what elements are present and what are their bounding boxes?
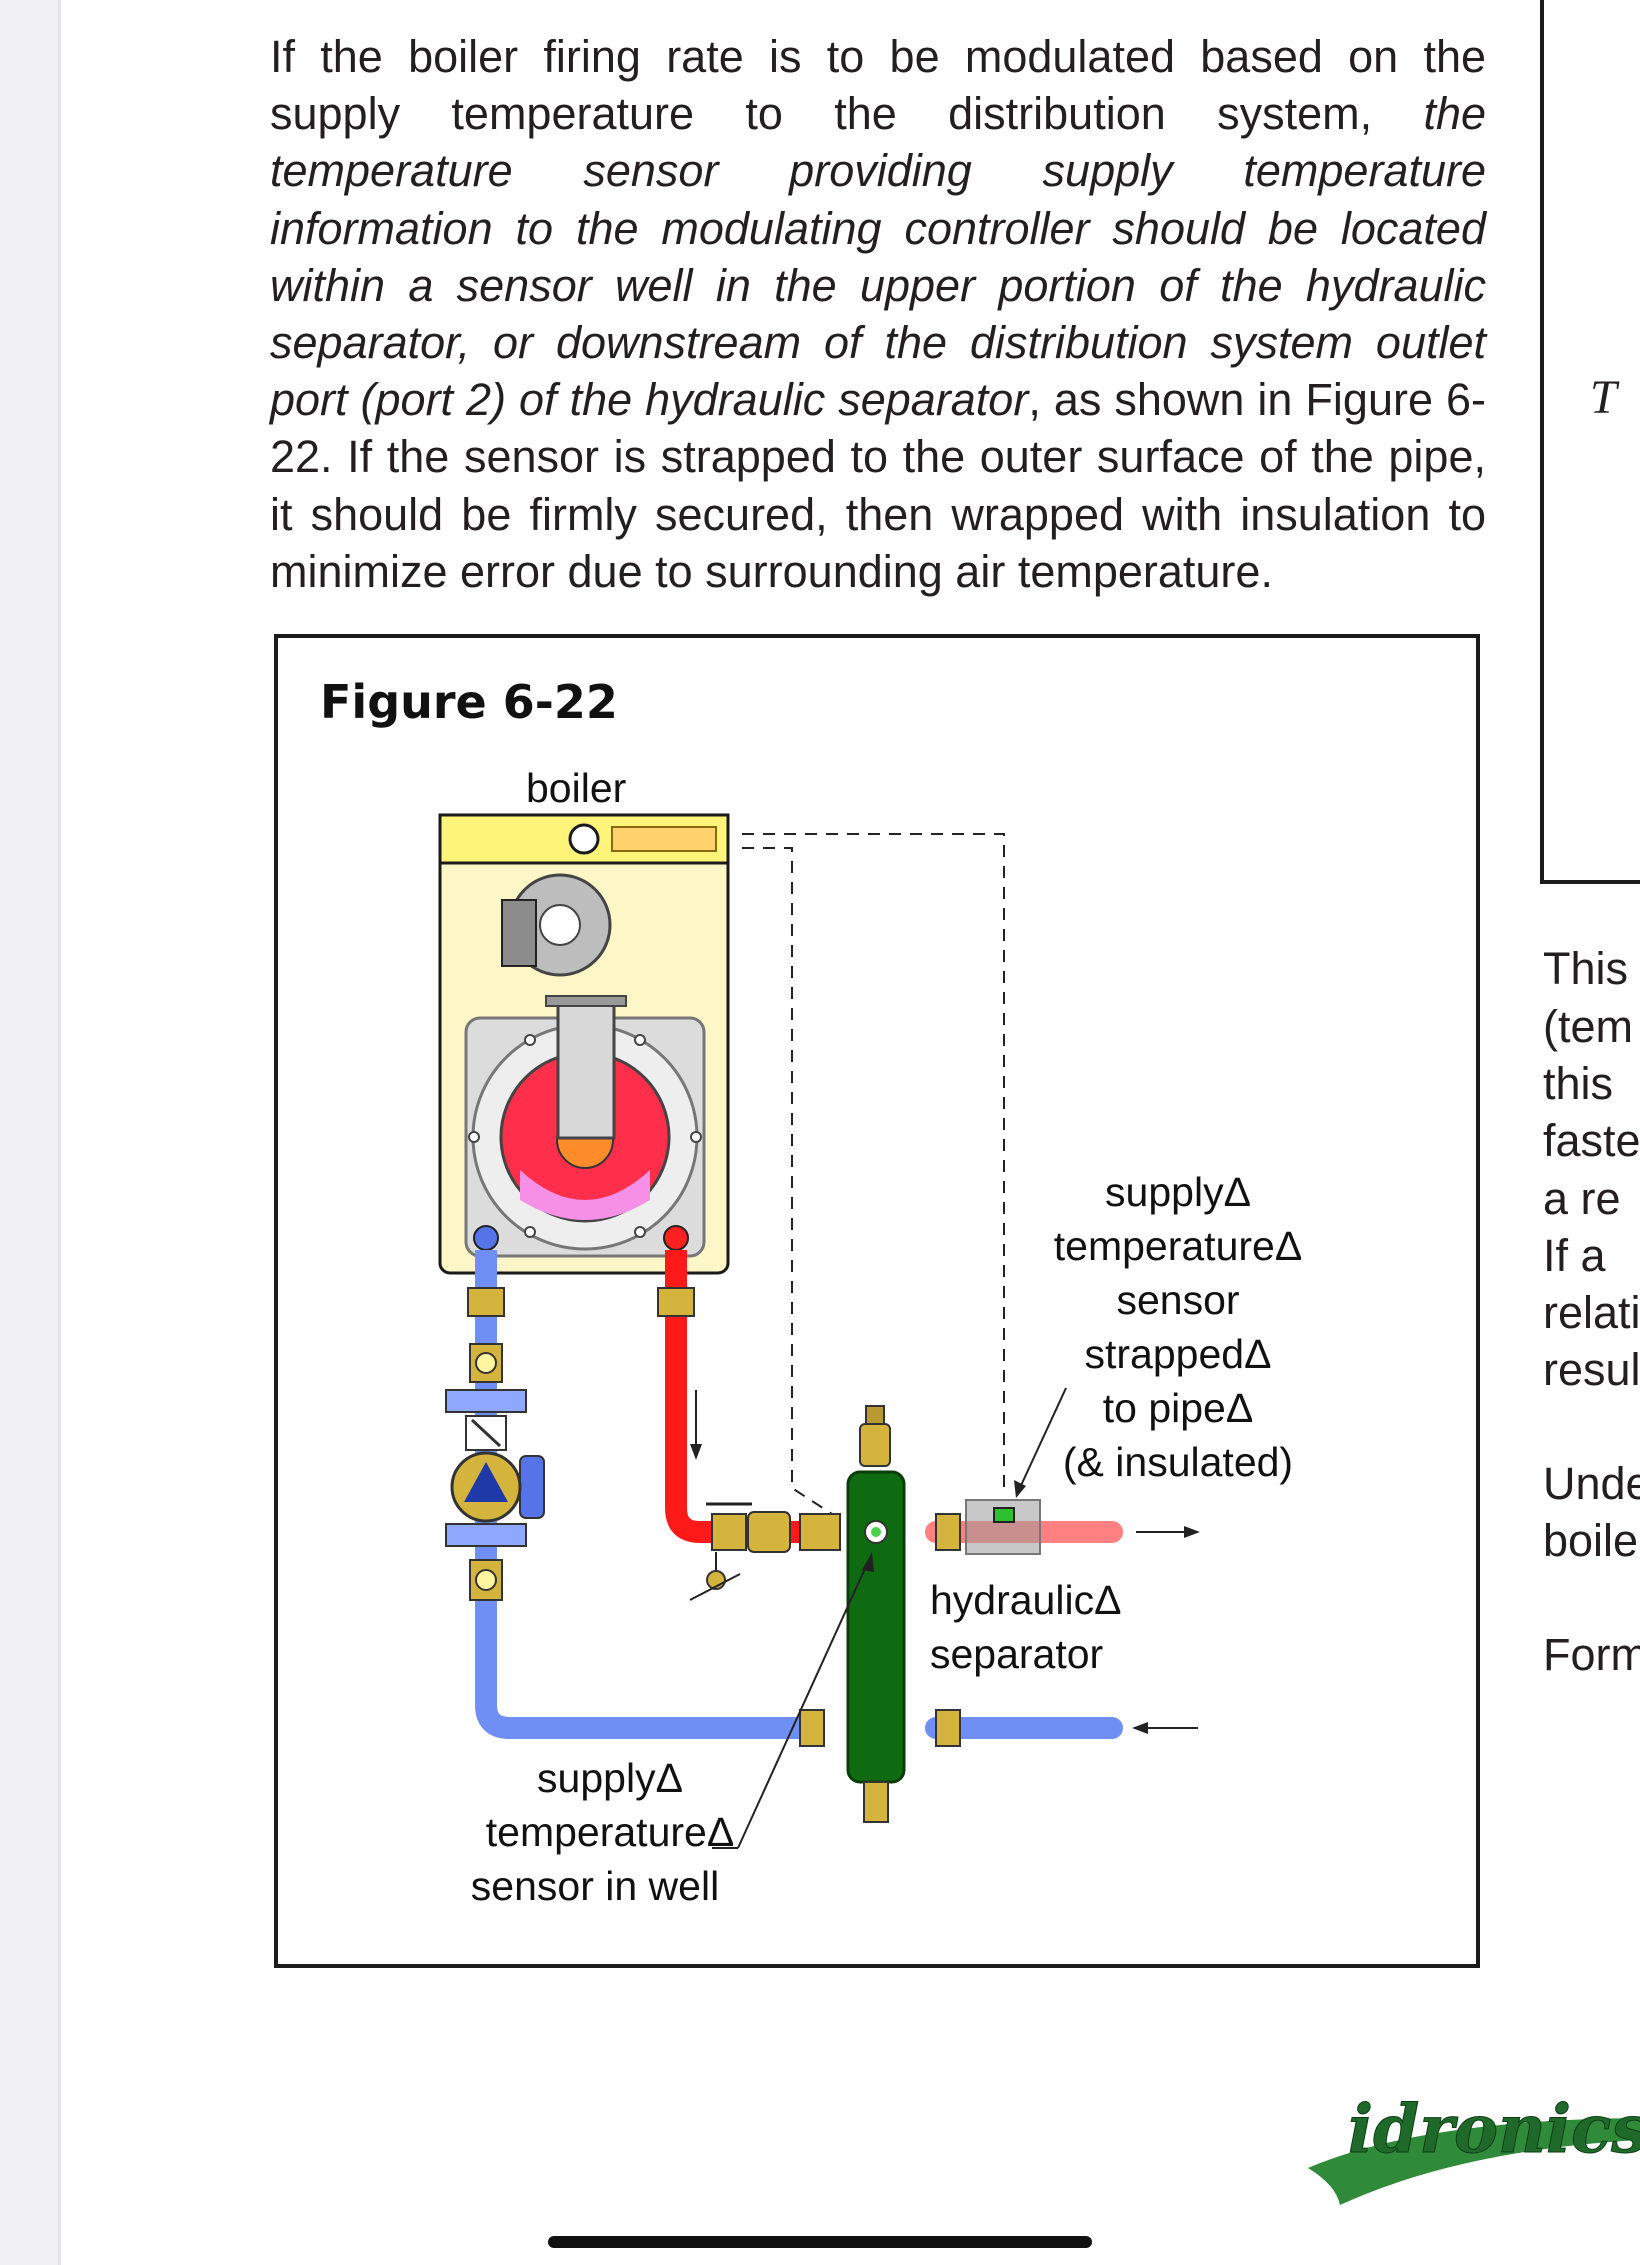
idronics-logo: idronics [1308, 2090, 1640, 2205]
separator-union [799, 1709, 825, 1747]
plate-bolt-icon [634, 1034, 646, 1046]
strapped-sensor-leader [1017, 1387, 1067, 1493]
well-sensor-label: supplyΔ temperatureΔ sensor in well [471, 1755, 734, 1909]
boiler-display [611, 826, 717, 852]
boiler-return-port [473, 1225, 499, 1251]
adjacent-line-4: faste [1543, 1115, 1640, 1166]
pump-flange [445, 1523, 527, 1547]
home-indicator[interactable] [548, 2236, 1092, 2248]
boiler-supply-port [663, 1225, 689, 1251]
duct-flange [545, 995, 627, 1007]
adjacent-line-6: If a [1543, 1230, 1606, 1281]
return-side-components [445, 1287, 545, 1601]
strapped-label-line: temperatureΔ [1054, 1223, 1302, 1269]
adjacent-line-3: this [1543, 1058, 1614, 1109]
well-sensor-leader-head [862, 1552, 874, 1572]
adjacent-line-7: relati [1543, 1287, 1640, 1338]
separator-union [799, 1513, 841, 1551]
strapped-sensor-leader-head [1014, 1480, 1026, 1498]
air-vent-cap [865, 1405, 885, 1425]
adjacent-line-2: (tem [1543, 1001, 1633, 1052]
supply-union-fitting [657, 1287, 695, 1317]
air-duct [556, 996, 616, 1140]
plate-bolt-icon [524, 1034, 536, 1046]
plate-bolt-icon [524, 1226, 536, 1238]
valve-handle-icon [475, 1352, 497, 1374]
strapped-label-line: supplyΔ [1105, 1169, 1251, 1215]
strapped-label-line: strappedΔ [1085, 1331, 1272, 1377]
blower-inlet-icon [539, 904, 581, 946]
strapped-sensor-label: supplyΔ temperatureΔ sensor strappedΔ to… [1054, 1169, 1302, 1485]
separator-body [846, 1470, 906, 1784]
adjacent-line-5: a re [1543, 1173, 1621, 1224]
separator-drain [863, 1781, 889, 1823]
strapped-sensor-icon [993, 1507, 1015, 1523]
separator-label-line: separator [930, 1631, 1103, 1677]
strapped-label-line: to pipeΔ [1103, 1385, 1254, 1431]
valve-handle-icon [475, 1569, 497, 1591]
separator-label-line: hydraulicΔ [930, 1577, 1121, 1623]
well-label-line: sensor in well [471, 1863, 719, 1909]
separator-label: hydraulicΔ separator [930, 1577, 1121, 1677]
adjacent-line-11: Form [1543, 1629, 1640, 1680]
pump-direction-icon [464, 1462, 508, 1502]
air-vent [859, 1423, 891, 1467]
reader-gutter-edge [58, 0, 61, 2265]
strapped-label-line: (& insulated) [1063, 1439, 1293, 1485]
boiler-gauge-icon [568, 823, 600, 855]
check-valve-icon [470, 1418, 502, 1448]
plate-bolt-icon [634, 1226, 646, 1238]
union-fitting [467, 1287, 505, 1317]
boiler-return-pipe [475, 1250, 812, 1739]
boiler-label: boiler [526, 765, 626, 811]
strapped-label-line: sensor [1116, 1277, 1239, 1323]
chamber-glow [520, 1170, 650, 1220]
sensor-well-core-icon [871, 1527, 881, 1537]
pipe-insulation-wrap [965, 1499, 1041, 1555]
system-supply-arrow-head [1184, 1526, 1200, 1538]
strapped-sensor-wire [742, 833, 1005, 1488]
adjacent-line-1: This [1543, 943, 1629, 994]
figure-frame [274, 634, 1480, 1968]
well-sensor-wire [742, 847, 873, 1541]
pump-flange [445, 1389, 527, 1413]
adjacent-line-8: resul [1543, 1344, 1640, 1395]
plate-bolt-icon [690, 1131, 702, 1143]
figure-title: Figure 6-22 [320, 675, 618, 729]
paragraph-tail: , as shown in Figure 6-22. If the sensor… [270, 374, 1486, 597]
boiler-supply-pipe [665, 1250, 812, 1543]
reader-left-gutter [0, 0, 58, 2265]
separator-union [935, 1709, 961, 1747]
hydraulic-separator [799, 1405, 961, 1823]
adjacent-line-10: boile [1543, 1515, 1639, 1566]
adjacent-column-glyph: T [1590, 371, 1617, 424]
paragraph-italic: the temperature sensor providing supply … [270, 88, 1486, 426]
drain-hose-icon [689, 1573, 741, 1601]
well-sensor-leader [737, 1561, 869, 1849]
boiler [438, 813, 730, 1275]
body-paragraph: If the boiler firing rate is to be modul… [270, 28, 1486, 600]
logo-swoosh [1308, 2118, 1640, 2205]
well-label-line: temperatureΔ [486, 1809, 734, 1855]
paragraph-lead: If the boiler firing rate is to be modul… [270, 31, 1486, 140]
purge-valve [747, 1511, 791, 1553]
ball-valve [711, 1513, 747, 1551]
separator-union [935, 1513, 961, 1551]
adjacent-line-9: Unde [1543, 1458, 1640, 1509]
flow-arrow-down-head [690, 1444, 702, 1460]
well-label-line: supplyΔ [537, 1755, 683, 1801]
logo-wordmark: idronics [1348, 2090, 1640, 2168]
adjacent-column-frame [1540, 0, 1640, 884]
pump-motor [519, 1455, 545, 1519]
plate-bolt-icon [468, 1131, 480, 1143]
system-return-arrow-head [1132, 1722, 1148, 1734]
blower-motor [501, 899, 537, 967]
